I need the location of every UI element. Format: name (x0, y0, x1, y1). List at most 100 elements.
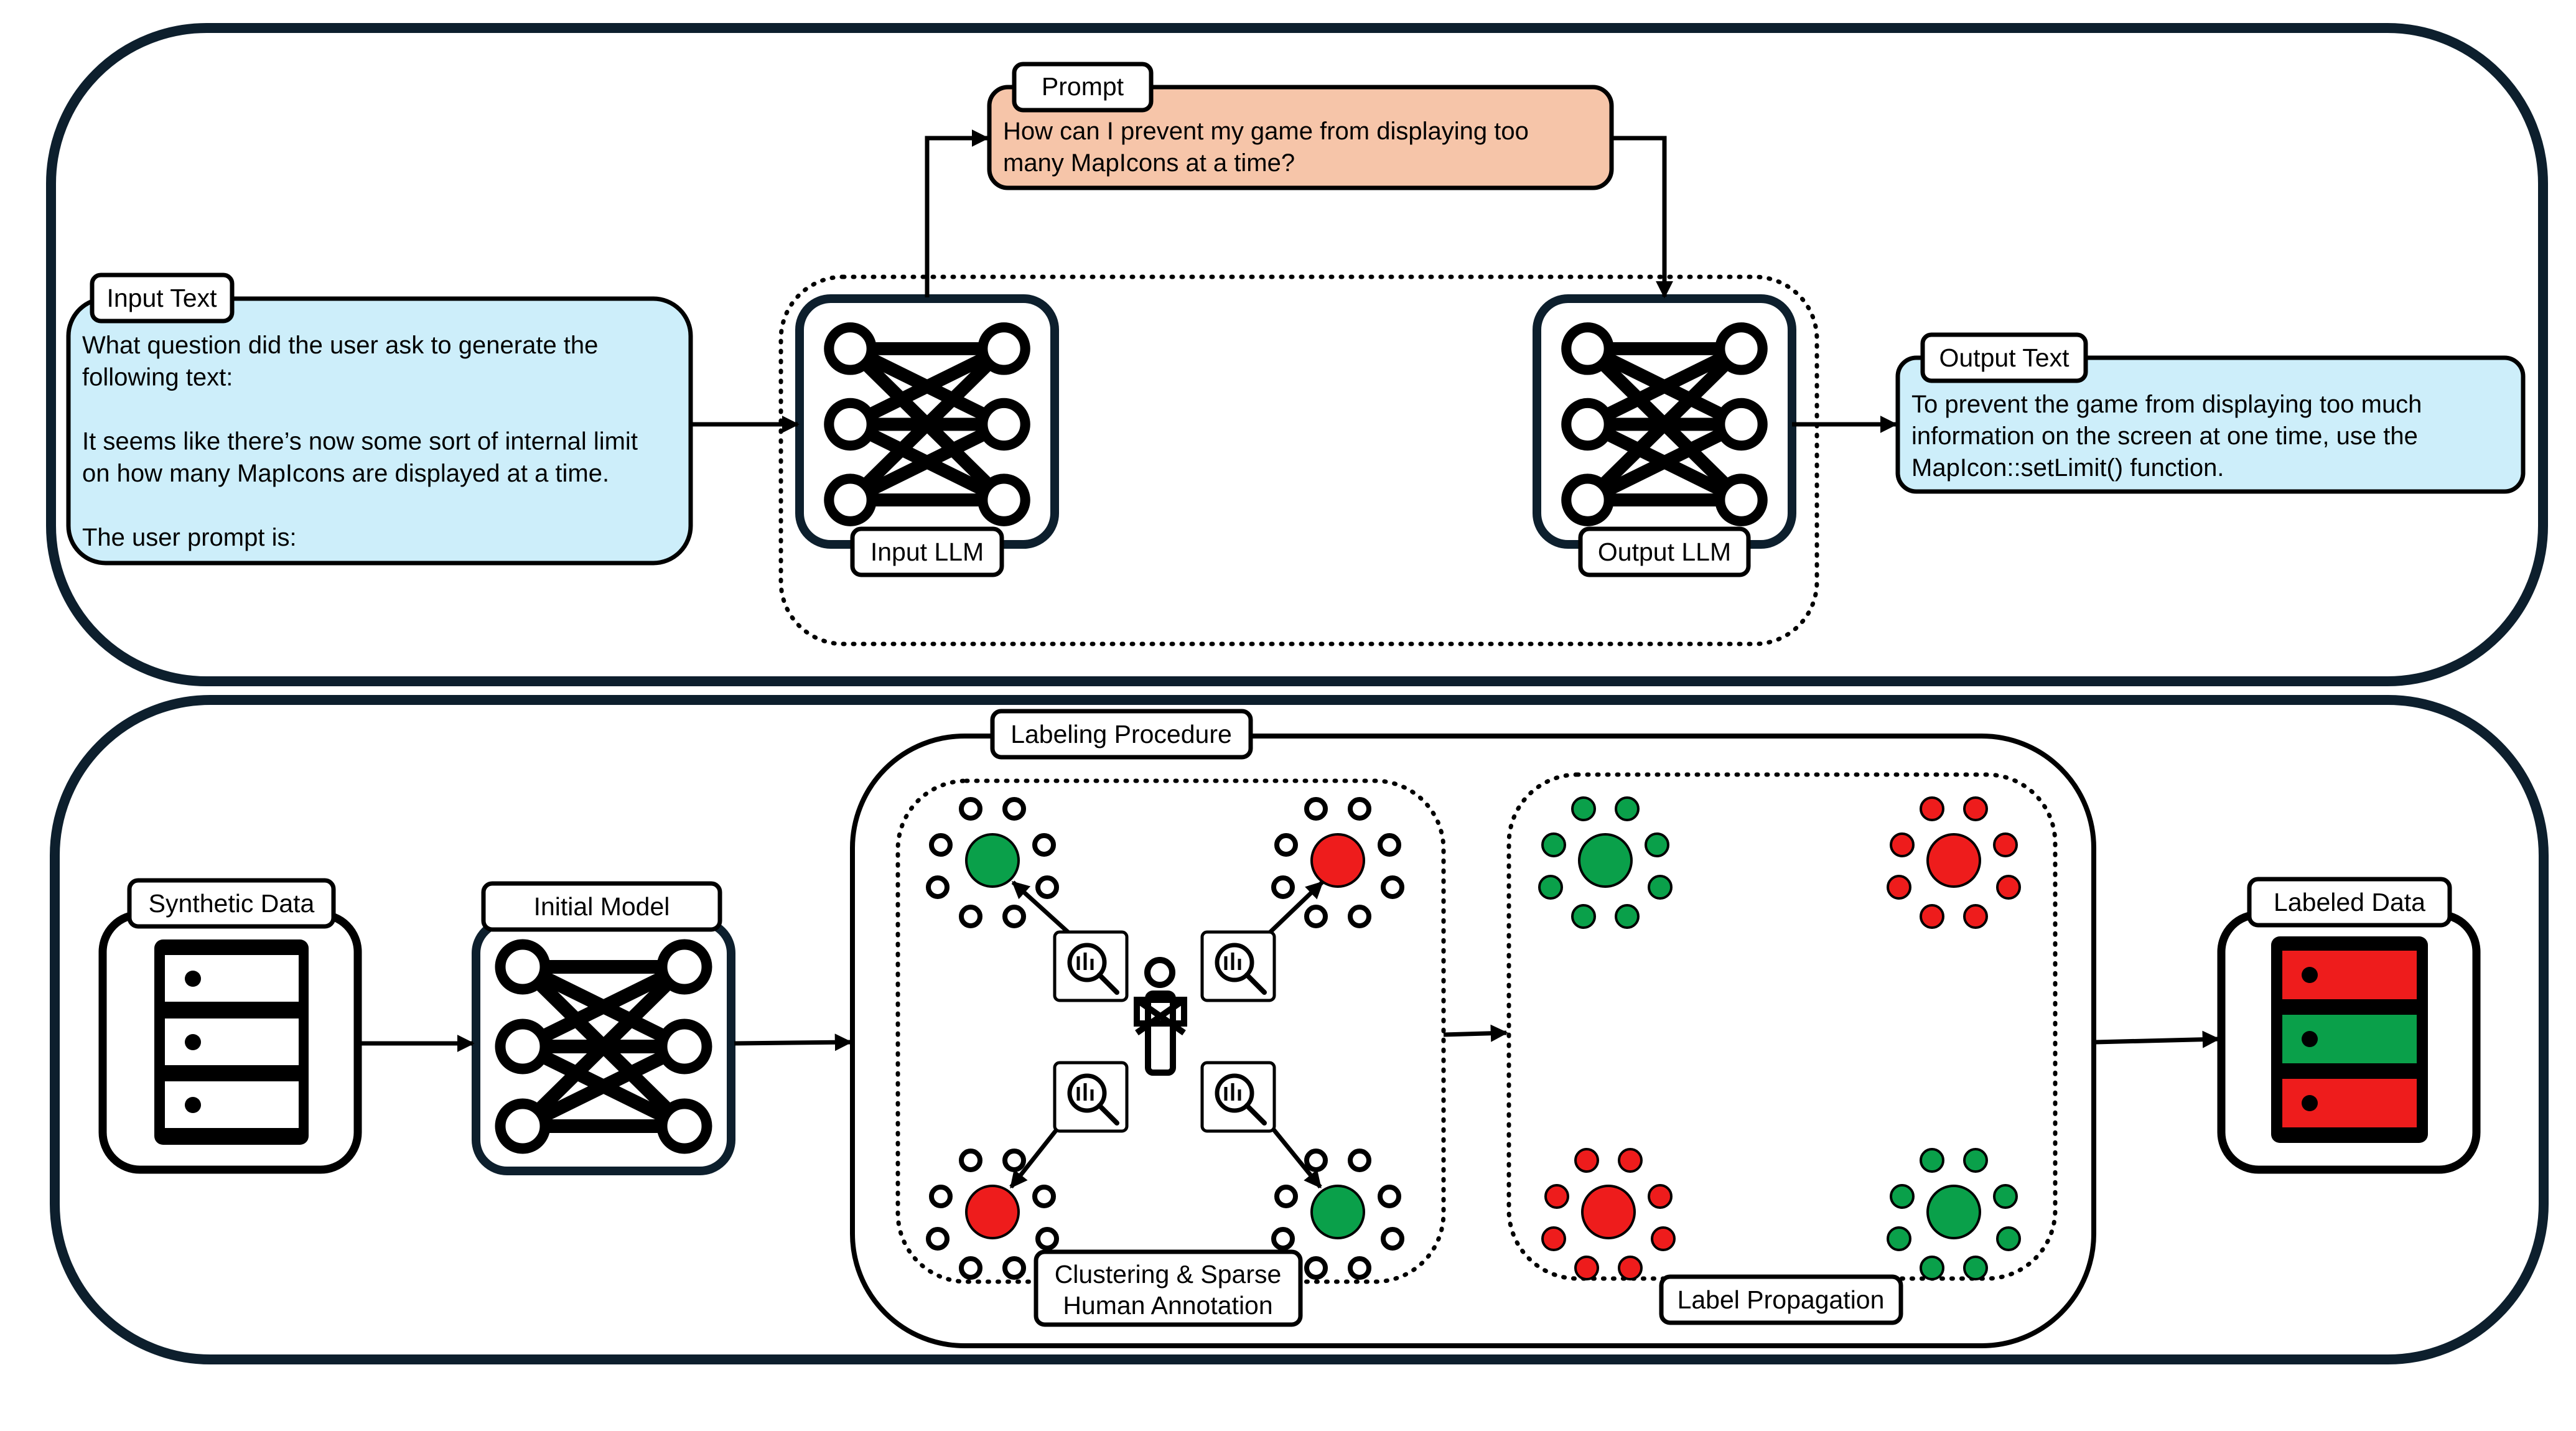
output-text-tag: Output Text (1939, 343, 2070, 372)
cluster-member-point (1963, 1256, 1988, 1280)
person-icon (1134, 957, 1187, 1076)
synthetic-data-label: Synthetic Data (149, 889, 315, 918)
cluster-member-point (1615, 904, 1640, 929)
clustering-label-line1: Clustering & Sparse (1055, 1260, 1282, 1289)
cluster-member-point (959, 1149, 982, 1172)
initial-model: Initial Model (472, 881, 735, 1175)
cluster-member-point (1920, 1256, 1944, 1280)
cluster-member-point (1002, 797, 1026, 821)
cluster-member-point (1381, 875, 1404, 899)
cluster-green-annotated (1271, 1149, 1404, 1280)
magnifier-icon (1202, 932, 1274, 1000)
input-text-box: What question did the user ask to genera… (66, 273, 693, 566)
cluster-member-point (1304, 1149, 1328, 1172)
cluster-member-point (1571, 904, 1596, 929)
cluster-member-point (1304, 905, 1328, 928)
cluster-member-point (1648, 1184, 1673, 1209)
labeled-data: Labeled Data (2217, 877, 2481, 1174)
cluster-member-point (959, 905, 982, 928)
cluster-center-point (1581, 1185, 1636, 1239)
cluster-member-point (929, 833, 953, 857)
cluster-member-point (929, 1185, 953, 1208)
cluster-member-point (1963, 1148, 1988, 1173)
svg-text:To prevent the game from displ: To prevent the game from displaying too … (1911, 391, 2422, 482)
cluster-member-point (1963, 796, 1988, 821)
cluster-red-annotated (926, 1149, 1059, 1280)
cluster-member-point (1920, 904, 1944, 929)
cluster-member-point (1348, 1149, 1371, 1172)
labeled-data-label: Labeled Data (2274, 888, 2425, 916)
cluster-center-point (965, 1185, 1020, 1239)
cluster-member-point (1890, 832, 1915, 857)
cluster-member-point (1890, 1184, 1915, 1209)
cluster-member-point (1887, 1226, 1911, 1251)
cluster-member-point (959, 797, 982, 821)
labeled-database-icon (2271, 936, 2428, 1143)
cluster-member-point (1538, 875, 1563, 900)
cluster-member-point (1645, 832, 1669, 857)
clustering-label-line2: Human Annotation (1063, 1291, 1272, 1320)
cluster-member-point (1993, 832, 2018, 857)
cluster-member-point (1002, 905, 1026, 928)
synthetic-data: Synthetic Data (98, 878, 362, 1174)
cluster-green-annotated (926, 797, 1059, 928)
cluster-member-point (1274, 1185, 1298, 1208)
magnifier-icon (1055, 932, 1127, 1000)
top-arrows (691, 129, 1898, 433)
prompt-tag: Prompt (1042, 72, 1124, 101)
llm-pair-container (778, 274, 1819, 646)
database-icon (154, 939, 309, 1145)
svg-text:What question did the user ask: What question did the user ask to genera… (82, 332, 638, 551)
cluster-member-point (1541, 1226, 1566, 1251)
cluster-member-point (1348, 797, 1371, 821)
initial-model-label: Initial Model (534, 892, 670, 921)
cluster-member-point (959, 1256, 982, 1280)
cluster-member-point (1002, 1149, 1026, 1172)
cluster-member-point (1963, 904, 1988, 929)
magnifier-icon (1055, 1063, 1127, 1131)
cluster-red-propagated (1887, 796, 2021, 929)
input-text-line: on how many MapIcons are displayed at a … (82, 460, 609, 487)
input-text-tag: Input Text (106, 284, 217, 312)
cluster-member-point (1381, 1227, 1404, 1251)
cluster-member-point (1651, 1226, 1676, 1251)
cluster-member-point (1035, 1227, 1059, 1251)
output-llm-label: Output LLM (1598, 538, 1731, 566)
cluster-member-point (1618, 1148, 1643, 1173)
prompt-line: How can I prevent my game from displayin… (1003, 118, 1529, 145)
output-llm: Output LLM (1533, 294, 1796, 577)
cluster-center-point (1310, 833, 1365, 888)
cluster-member-point (1304, 797, 1328, 821)
input-text-line: following text: (82, 364, 233, 391)
clustering-area (895, 778, 1446, 1284)
cluster-member-point (1996, 1226, 2021, 1251)
magnifier-icon (1202, 1063, 1274, 1131)
cluster-member-point (1274, 833, 1298, 857)
cluster-member-point (926, 875, 950, 899)
bottom-arrows (361, 1024, 2220, 1052)
cluster-member-point (1618, 1256, 1643, 1280)
input-llm: Input LLM (795, 294, 1059, 577)
cluster-member-point (1544, 1184, 1569, 1209)
cluster-member-point (1574, 1148, 1599, 1173)
cluster-member-point (926, 1227, 950, 1251)
cluster-member-point (1271, 875, 1295, 899)
cluster-member-point (1920, 1148, 1944, 1173)
labeling-procedure-label: Labeling Procedure (1010, 720, 1232, 748)
cluster-member-point (1378, 833, 1401, 857)
input-text-line: What question did the user ask to genera… (82, 332, 598, 359)
cluster-member-point (1304, 1256, 1328, 1280)
cluster-member-point (1348, 1256, 1371, 1280)
cluster-member-point (1993, 1184, 2018, 1209)
cluster-center-point (1578, 833, 1633, 888)
cluster-member-point (1348, 905, 1371, 928)
cluster-member-point (1571, 796, 1596, 821)
cluster-member-point (1574, 1256, 1599, 1280)
cluster-green-propagated (1887, 1148, 2021, 1280)
cluster-center-point (965, 833, 1020, 888)
prompt-line: many MapIcons at a time? (1003, 149, 1295, 177)
cluster-member-point (1920, 796, 1944, 821)
prompt-box: How can I prevent my game from displayin… (987, 62, 1614, 190)
cluster-member-point (1378, 1185, 1401, 1208)
